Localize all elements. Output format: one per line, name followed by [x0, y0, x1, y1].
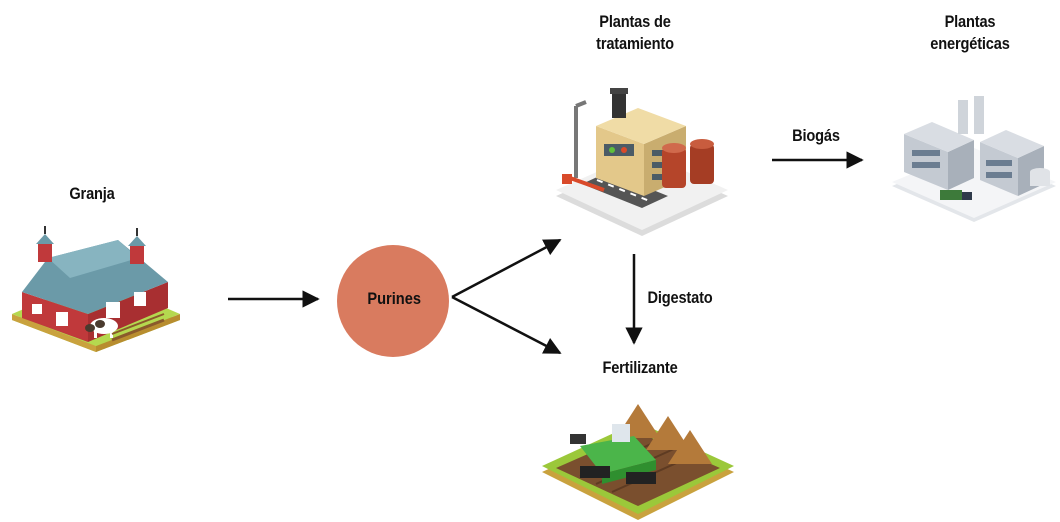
treatment-plant-icon: [552, 86, 732, 236]
purines-label: Purines: [367, 289, 421, 308]
fertilizante-label: Fertilizante: [602, 358, 678, 377]
arrow-purines-to-fertilizante: [451, 295, 562, 355]
tratamiento-label-line2: tratamiento: [596, 34, 674, 53]
farm-barn-icon: [8, 222, 184, 352]
tratamiento-label-line1: Plantas de: [599, 12, 671, 31]
tractor-field-icon: [540, 398, 736, 522]
granja-label: Granja: [69, 184, 115, 203]
energeticas-label-line2: energéticas: [930, 34, 1010, 53]
biogas-label: Biogás: [792, 126, 840, 145]
purines-node: [336, 244, 450, 358]
power-plant-icon: [888, 94, 1058, 224]
arrow-purines-to-tratamiento: [451, 238, 562, 299]
purines-circle: [337, 245, 449, 357]
energeticas-label-line1: Plantas: [944, 12, 996, 31]
digestato-label: Digestato: [647, 288, 713, 307]
